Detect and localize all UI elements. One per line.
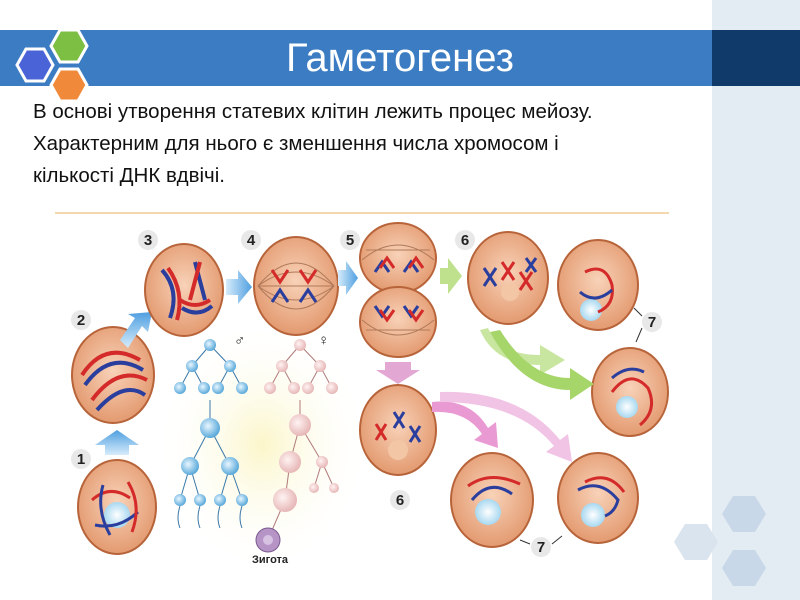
stage-label-7-bottom: 7 <box>537 539 545 556</box>
cell-stage-7-b <box>592 348 668 436</box>
stage-badge: 1 <box>71 449 91 469</box>
stage-badge: 3 <box>138 230 158 250</box>
stage-badge: 6 <box>390 490 410 510</box>
cell-stage-3 <box>145 244 223 336</box>
cell-stage-6-bottom <box>360 385 436 475</box>
female-symbol: ♀ <box>318 332 329 349</box>
arrow-pink-curved <box>432 402 498 448</box>
stage-label-4: 4 <box>247 232 256 249</box>
arrow-pink-curved <box>440 392 572 462</box>
arrow-right <box>226 270 252 304</box>
male-symbol: ♂ <box>234 332 245 349</box>
stage-label-2: 2 <box>77 312 85 329</box>
stage-label-7-top: 7 <box>648 314 656 331</box>
arrow-right <box>338 261 358 295</box>
arrow-up <box>95 430 139 455</box>
decorative-hexagons <box>666 480 786 590</box>
stage-label-6-bottom: 6 <box>396 492 404 509</box>
stage-badge: 5 <box>340 230 360 250</box>
stage-label-3: 3 <box>144 232 152 249</box>
cell-stage-2 <box>72 327 154 423</box>
cell-stage-7-c <box>451 453 533 547</box>
stage-label-5: 5 <box>346 232 354 249</box>
stage-label-1: 1 <box>77 451 85 468</box>
stage-badge: 7 <box>634 308 662 342</box>
arrow-down-pink <box>376 362 420 384</box>
cell-stage-6-top <box>468 232 548 324</box>
zygote <box>256 528 280 552</box>
stage-badge: 2 <box>71 310 91 330</box>
cell-stage-5 <box>360 223 436 357</box>
stage-badge: 7 <box>520 536 562 557</box>
stage-badge: 4 <box>241 230 261 250</box>
stage-badge: 6 <box>455 230 475 250</box>
cell-stage-1 <box>78 460 156 554</box>
cell-stage-7-a <box>558 240 638 330</box>
cell-stage-4 <box>254 237 338 335</box>
zygote-label: Зигота <box>252 554 289 566</box>
cell-stage-7-d <box>558 453 638 543</box>
arrow-right-green <box>440 258 462 294</box>
stage-label-6: 6 <box>461 232 469 249</box>
